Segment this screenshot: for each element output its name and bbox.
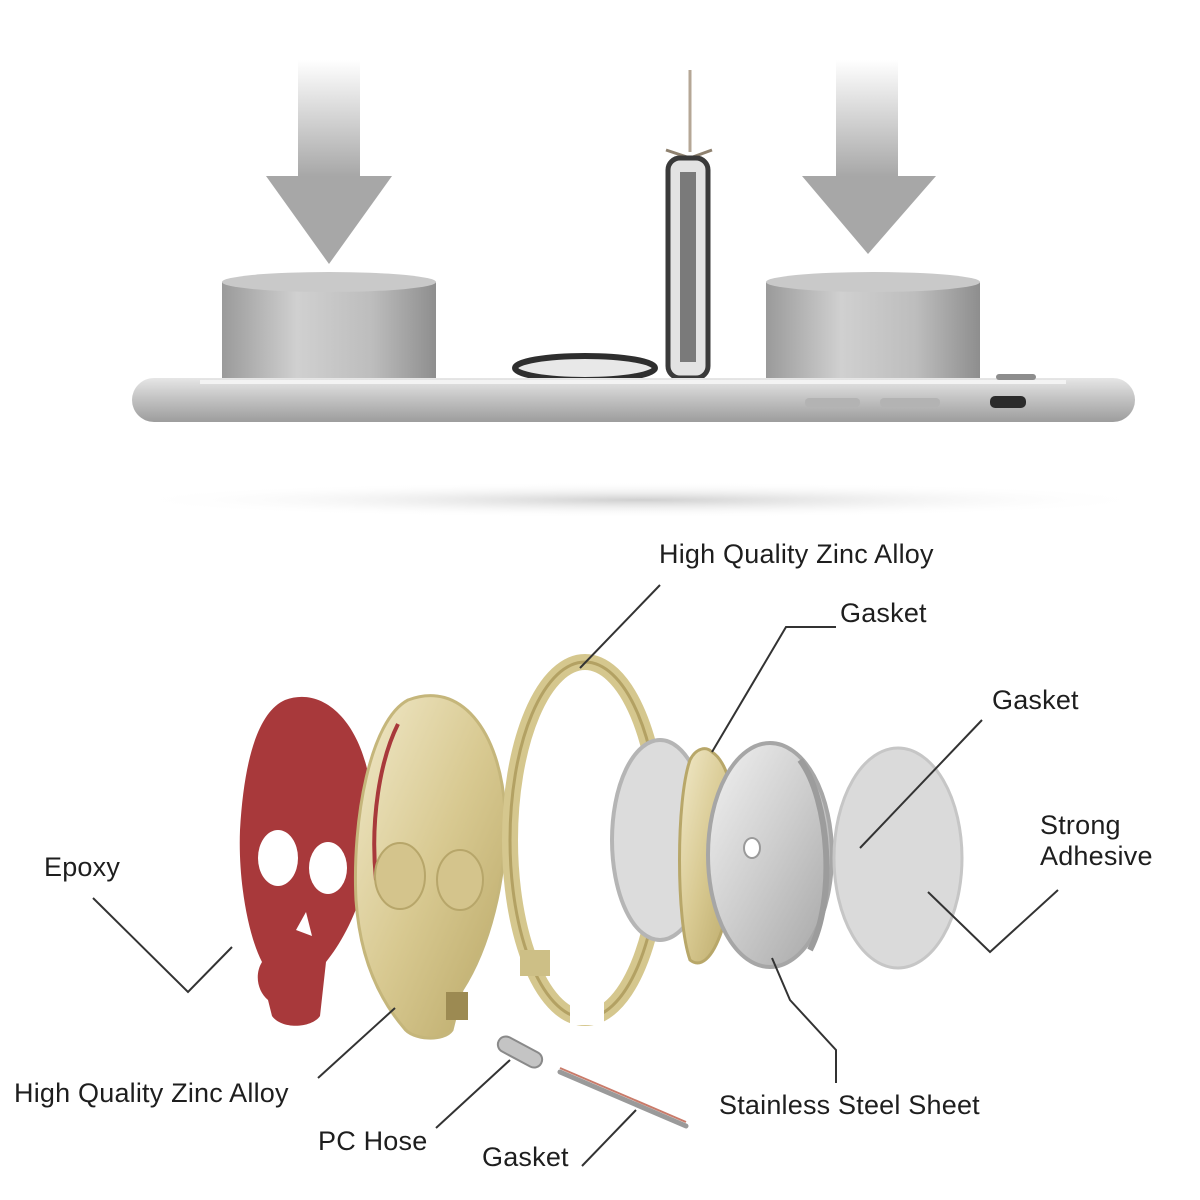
leader-line (92, 897, 233, 994)
phone-shadow (120, 482, 1160, 518)
skull-icon (353, 694, 507, 1040)
leader-line (435, 1059, 511, 1129)
down-arrow-icon (266, 60, 392, 264)
down-arrow-icon (802, 60, 936, 254)
leader-line (579, 584, 661, 669)
pin-icon (557, 1067, 689, 1129)
ring-stand-icon (512, 70, 713, 383)
label-epoxy: Epoxy (44, 852, 121, 882)
leader-line (581, 1109, 637, 1167)
label-strong-adhesive-line2: Adhesive (1040, 841, 1153, 872)
label-gasket-top: Gasket (840, 598, 927, 628)
leader-line (317, 1007, 396, 1079)
label-strong-adhesive-line1: Strong (1040, 810, 1121, 840)
leader-line (771, 957, 837, 1083)
label-strong-adhesive: Strong Adhesive (1040, 810, 1153, 872)
label-gasket-right: Gasket (992, 685, 1079, 715)
label-zinc-alloy-bottom: High Quality Zinc Alloy (14, 1078, 289, 1108)
leader-line (711, 626, 836, 753)
label-zinc-alloy-top: High Quality Zinc Alloy (659, 539, 934, 569)
phone-icon (132, 374, 1135, 422)
label-pc-hose: PC Hose (318, 1126, 428, 1156)
magnet-icon (766, 272, 980, 382)
label-gasket-bottom: Gasket (482, 1142, 569, 1172)
label-stainless-steel-sheet: Stainless Steel Sheet (719, 1090, 980, 1120)
leader-line (859, 719, 983, 849)
leader-line (927, 889, 1059, 954)
leader-lines (92, 584, 1059, 1167)
skull-icon (239, 696, 373, 1026)
magnet-icon (222, 272, 436, 382)
adhesive-disc (832, 746, 964, 970)
pin-icon (496, 1035, 544, 1069)
steel-sheet (706, 741, 834, 969)
